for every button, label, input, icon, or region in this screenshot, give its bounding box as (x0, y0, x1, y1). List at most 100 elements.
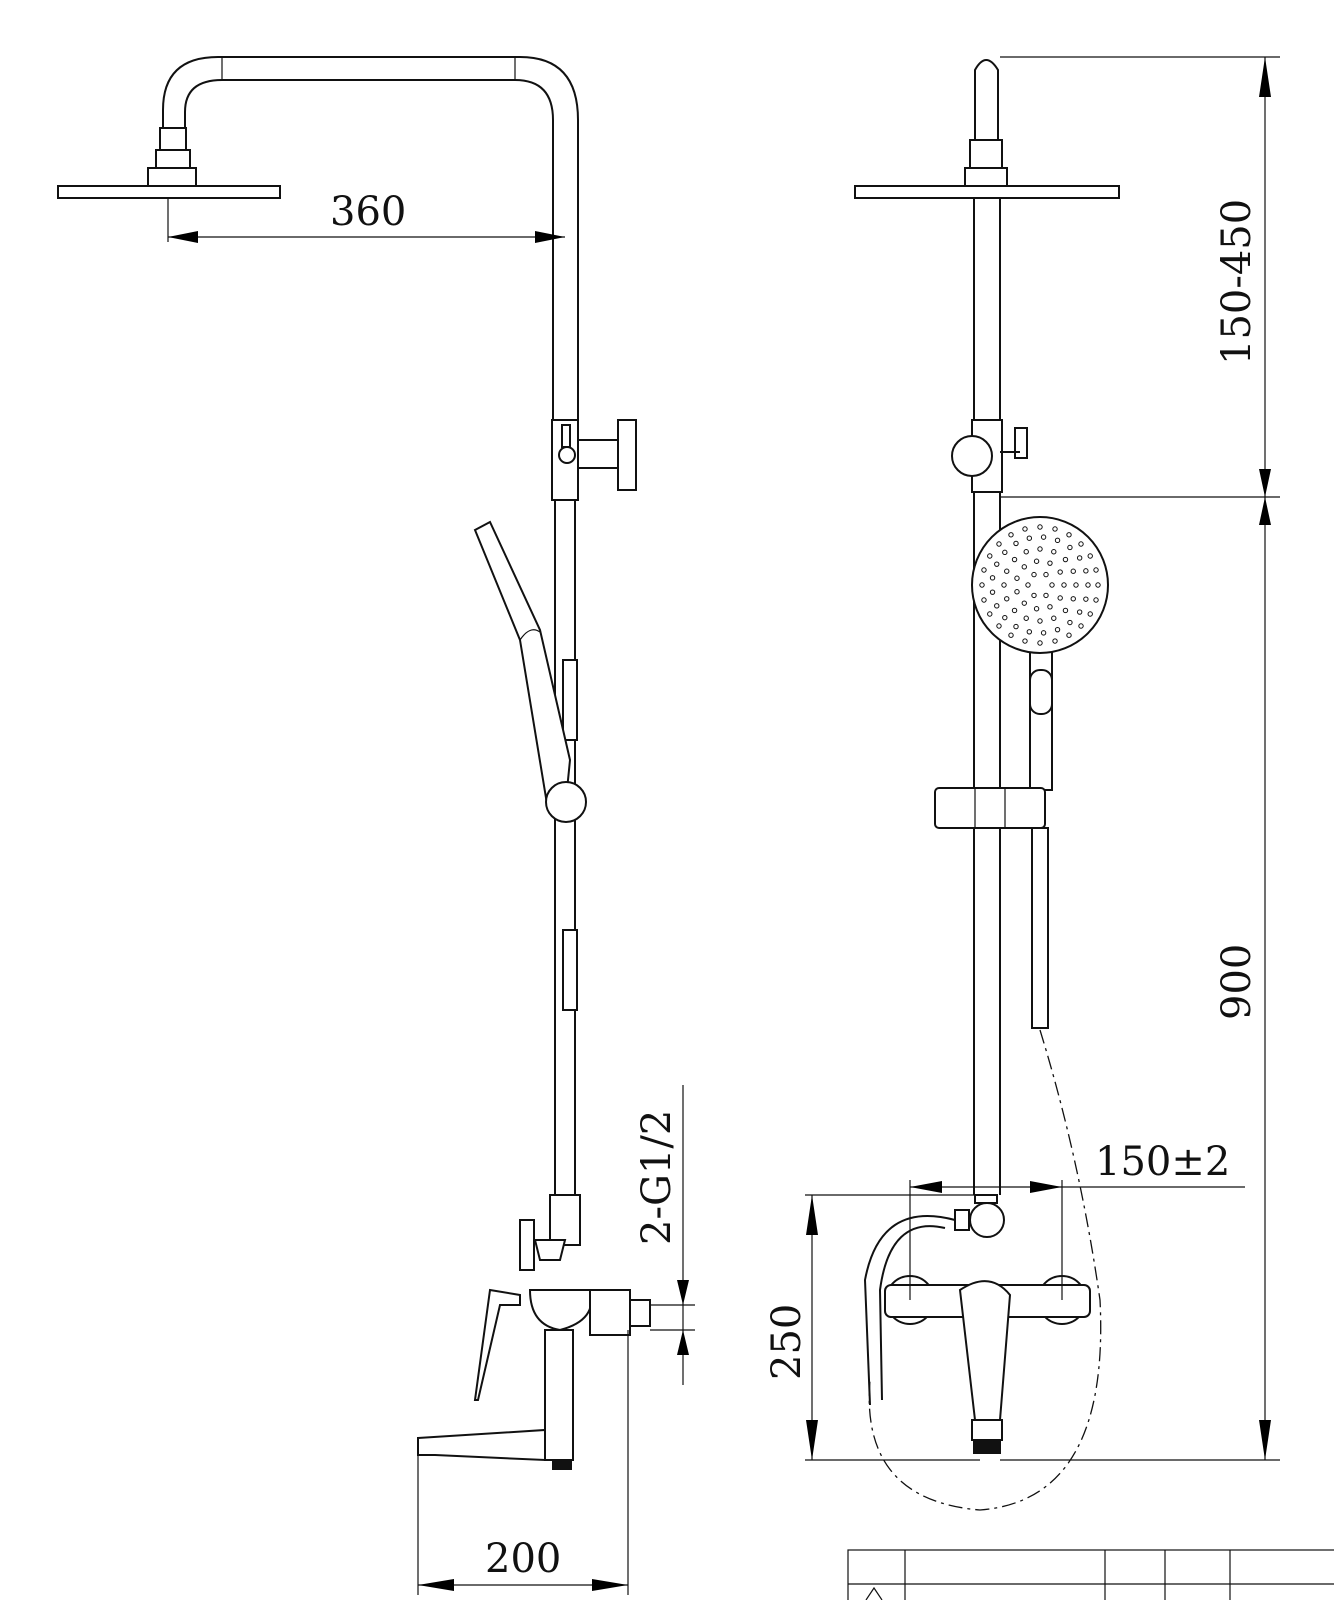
nozzle-dot (987, 611, 993, 617)
dimension-labels: 360 150-450 900 150±2 250 2-G1/2 200 (330, 189, 1260, 1582)
nozzle-dot (1054, 537, 1061, 544)
nozzle-dot (1052, 638, 1058, 644)
nozzle-dot (1026, 629, 1033, 635)
nozzle-dot (1054, 626, 1061, 633)
rain-shower-head-side (57, 127, 281, 199)
nozzle-dot (1004, 568, 1010, 574)
nozzle-dot (1066, 632, 1072, 638)
nozzle-dot (1002, 549, 1008, 556)
nozzle-dot (1008, 632, 1014, 638)
nozzle-dot (1014, 575, 1020, 581)
nozzle-dot (1011, 607, 1018, 614)
slide-holder (934, 787, 1049, 1029)
nozzle-dot (1021, 564, 1027, 570)
nozzle-dot (1014, 589, 1020, 595)
nozzle-dot (1051, 549, 1057, 555)
nozzle-dot (1062, 556, 1069, 563)
nozzle-dot (1049, 582, 1055, 588)
nozzle-dot (1076, 609, 1083, 615)
nozzle-dot (1021, 600, 1027, 606)
dim-inlet-thread: 2-G1/2 (634, 1110, 680, 1245)
nozzle-dot (1008, 532, 1014, 538)
nozzle-dot (1061, 582, 1067, 588)
nozzle-dot (1040, 630, 1047, 636)
dim-spout-reach: 200 (485, 1536, 561, 1582)
nozzle-dot (1078, 623, 1084, 629)
title-block (847, 1549, 1334, 1600)
nozzle-dot (996, 541, 1002, 547)
nozzle-dot (1026, 535, 1033, 541)
nozzle-dot (1037, 618, 1043, 624)
nozzle-dot (1093, 597, 1099, 603)
nozzle-dot (1078, 541, 1084, 547)
nozzle-dot (1073, 582, 1079, 588)
nozzle-dot (1040, 534, 1047, 540)
nozzle-dot (1031, 592, 1037, 599)
hand-shower-side (473, 520, 587, 823)
nozzle-dot (1085, 582, 1091, 588)
nozzle-dot (1013, 540, 1019, 547)
nozzle-dot (996, 623, 1002, 629)
nozzle-dot (1013, 623, 1019, 630)
nozzle-dot (1025, 582, 1031, 588)
shower-arm (162, 56, 579, 420)
nozzle-dot (1093, 567, 1099, 573)
dimension-lines (167, 56, 1280, 1595)
nozzle-dot (1043, 571, 1049, 578)
nozzle-dot (994, 561, 1000, 567)
hand-shower-front (971, 516, 1109, 791)
nozzle-dot (1052, 526, 1058, 532)
nozzle-dot (1087, 553, 1093, 559)
nozzle-dot (1001, 582, 1007, 588)
revision-triangle-icon (865, 1586, 883, 1600)
nozzle-dot (1043, 592, 1049, 599)
side-view (57, 56, 651, 1470)
nozzle-dot (1047, 604, 1053, 610)
nozzle-dot (1023, 549, 1029, 555)
nozzle-dot (1002, 614, 1008, 621)
nozzle-dot (1047, 560, 1053, 566)
dim-inlet-spacing: 150±2 (1095, 1139, 1230, 1185)
rain-shower-head-front (854, 185, 1120, 199)
nozzle-dot (1037, 524, 1043, 530)
nozzle-dot (987, 553, 993, 559)
nozzle-dot (1004, 596, 1010, 602)
front-view (854, 59, 1120, 1511)
nozzle-dot (1022, 638, 1028, 644)
nozzle-dot (1057, 569, 1063, 575)
nozzle-dot (1070, 596, 1076, 602)
nozzle-dot (981, 567, 987, 573)
nozzle-dot (1087, 611, 1093, 617)
dim-mixer-height: 250 (764, 1304, 810, 1380)
nozzle-dot (1083, 596, 1089, 602)
nozzle-dot (989, 589, 996, 595)
nozzle-dot (1031, 571, 1037, 578)
nozzle-dot (1033, 606, 1040, 612)
nozzle-dot (1076, 555, 1083, 561)
nozzle-dot (981, 597, 987, 603)
dim-head-reach: 360 (330, 189, 406, 235)
nozzle-dot (1067, 544, 1073, 551)
dim-rail-height: 900 (1214, 944, 1260, 1020)
nozzle-dot (1022, 526, 1028, 532)
nozzle-dot (1037, 546, 1043, 552)
nozzle-dot (1067, 619, 1073, 626)
nozzle-dot (1037, 640, 1043, 646)
nozzle-dot (1033, 558, 1040, 564)
dim-arm-height-range: 150-450 (1214, 199, 1260, 365)
nozzle-dot (1057, 595, 1063, 601)
nozzle-dot (1023, 615, 1029, 621)
nozzle-dot (1095, 582, 1101, 588)
mixer-side (417, 1194, 651, 1470)
nozzle-dot (1062, 607, 1069, 614)
nozzle-dot (989, 575, 996, 581)
mixer-front (863, 1194, 1091, 1454)
riser-pipe-front (951, 198, 1028, 1195)
nozzle-dot (979, 582, 985, 588)
height-adjuster-knob (558, 419, 637, 491)
nozzle-dot (1011, 556, 1018, 563)
nozzle-dot (1051, 615, 1057, 621)
nozzle-dot (1070, 568, 1076, 574)
